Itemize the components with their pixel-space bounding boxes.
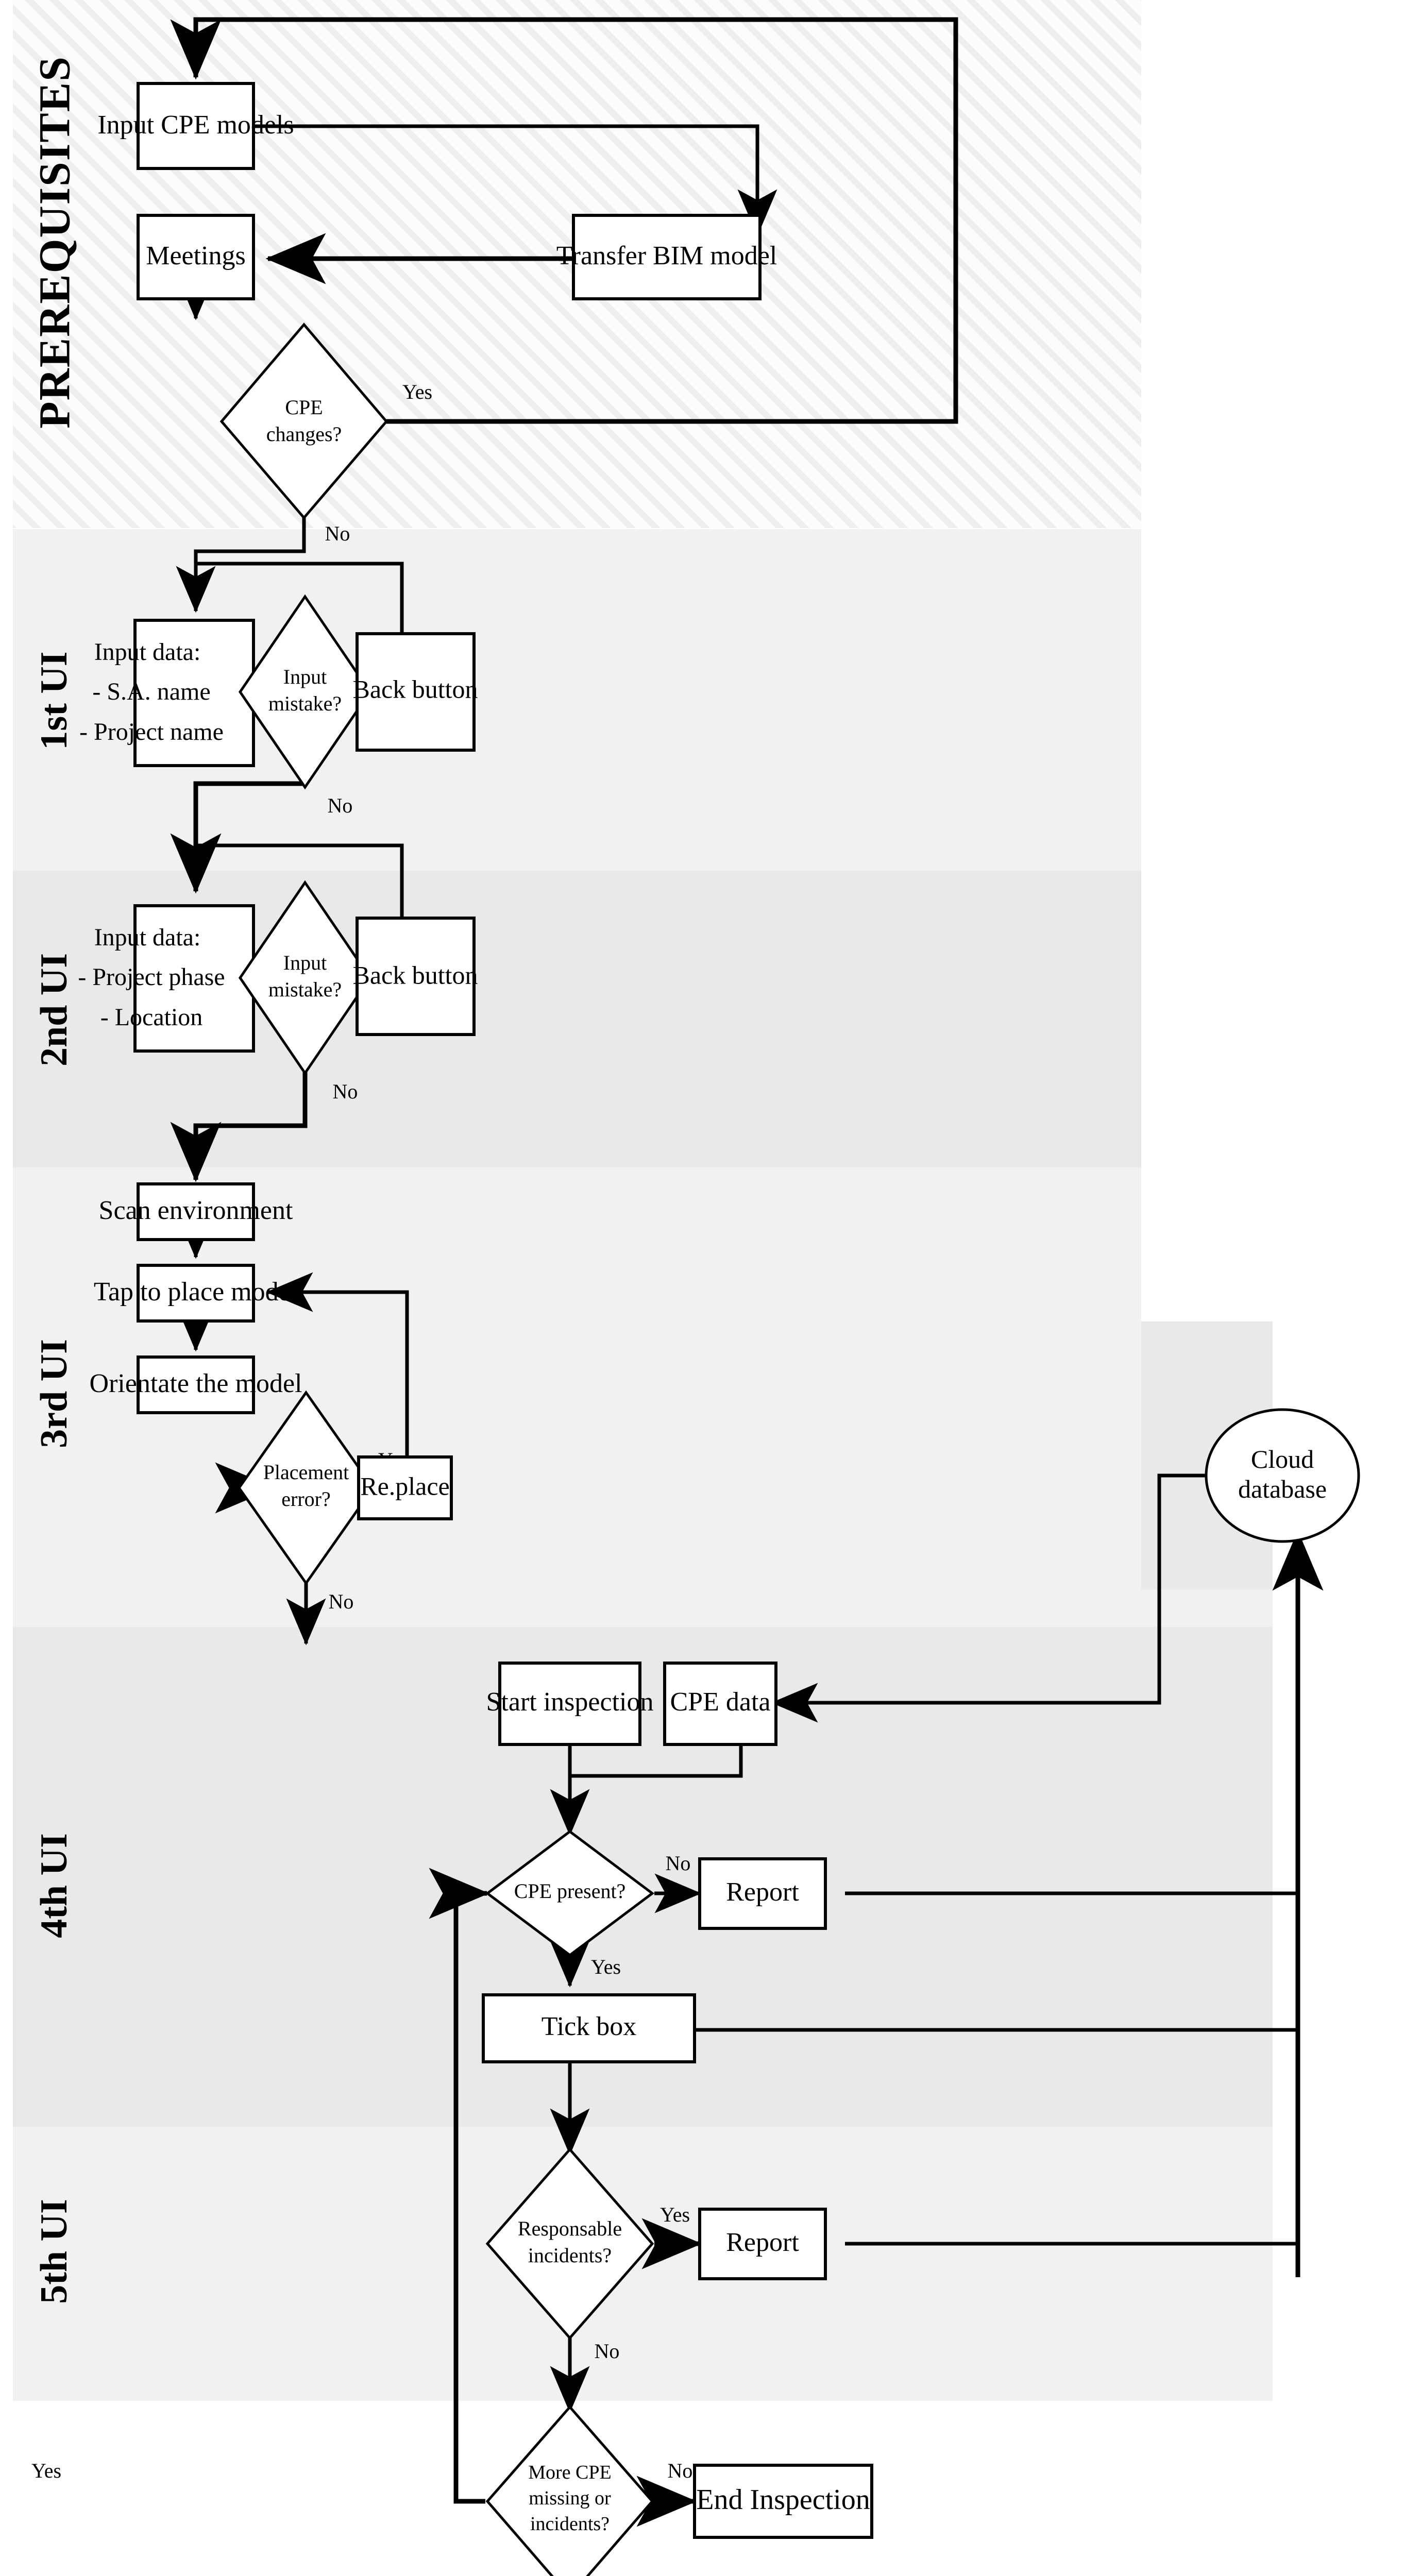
- band-label-ui2: 2nd UI: [33, 953, 75, 1066]
- svg-text:Re.place: Re.place: [360, 1471, 450, 1500]
- svg-text:End Inspection: End Inspection: [696, 2484, 870, 2516]
- node-input-data-2[interactable]: Input data: - Project phase - Location: [78, 904, 255, 1053]
- label-cpe-changes-no: No: [325, 522, 350, 545]
- node-report-1[interactable]: Report: [698, 1857, 827, 1930]
- edge-cpe-changes-yes-loop: [170, 17, 958, 424]
- svg-text:Transfer BIM model: Transfer BIM model: [556, 241, 777, 270]
- svg-text:Report: Report: [726, 2228, 799, 2257]
- node-orientate-the-model[interactable]: Orientate the model: [90, 1355, 302, 1414]
- edge-mistake2-no: [170, 1043, 308, 1182]
- label-mistake2-no: No: [333, 1080, 358, 1103]
- label-cpe-present-no: No: [666, 1852, 691, 1875]
- svg-text:Scan environment: Scan environment: [99, 1196, 293, 1225]
- node-tap-to-place-model[interactable]: Tap to place model: [94, 1264, 298, 1323]
- label-cpe-changes-yes: Yes: [402, 380, 432, 403]
- edge-replace-loop-to-tap: [266, 1272, 409, 1457]
- band-label-ui3: 3rd UI: [33, 1339, 75, 1448]
- svg-text:Tap to place model: Tap to place model: [94, 1277, 298, 1307]
- band-label-ui5: 5th UI: [33, 2199, 75, 2304]
- edge-cpe-changes-no: [176, 518, 306, 613]
- svg-text:- Location: - Location: [100, 1004, 203, 1031]
- svg-text:Tick box: Tick box: [542, 2012, 636, 2041]
- node-input-data-1[interactable]: Input data: - S.A. name - Project name: [79, 619, 255, 767]
- svg-text:Back button: Back button: [352, 960, 478, 989]
- svg-text:Report: Report: [726, 1877, 799, 1907]
- svg-text:Input data:: Input data:: [94, 924, 201, 951]
- node-scan-environment[interactable]: Scan environment: [99, 1182, 293, 1241]
- node-back-button-1[interactable]: Back button: [352, 632, 478, 752]
- band-label-ui1: 1st UI: [33, 651, 75, 750]
- band-ui5-fix: [13, 2127, 1273, 2401]
- label-placement-no: No: [329, 1590, 354, 1613]
- node-end-inspection[interactable]: End Inspection: [693, 2464, 873, 2539]
- node-tick-box[interactable]: Tick box: [482, 1993, 696, 2063]
- node-back-button-2[interactable]: Back button: [352, 917, 478, 1036]
- edge-input-cpe-to-transfer: [253, 124, 777, 236]
- label-responsable-yes: Yes: [660, 2203, 690, 2226]
- edge-backbutton2-loop: [196, 843, 404, 918]
- band-label-prerequisites: PREREQUISITES: [30, 56, 79, 429]
- svg-text:CPE present?: CPE present?: [514, 1879, 626, 1903]
- svg-text:Start inspection: Start inspection: [486, 1687, 654, 1717]
- edge-cloud-to-cpedata: [771, 1473, 1206, 1723]
- label-cpe-present-yes: Yes: [591, 1955, 621, 1978]
- label-more-cpe-no: No: [668, 2459, 693, 2482]
- node-cpe-present[interactable]: CPE present?: [485, 1829, 655, 1957]
- edge-backbutton1-loop: [196, 562, 404, 634]
- svg-text:- Project phase: - Project phase: [78, 963, 225, 991]
- node-report-2[interactable]: Report: [698, 2208, 827, 2280]
- edge-cpedata-join: [570, 1744, 743, 1778]
- node-cpe-data[interactable]: CPE data: [663, 1662, 777, 1746]
- label-responsable-no: No: [595, 2340, 620, 2363]
- node-meetings[interactable]: Meetings: [137, 214, 255, 300]
- svg-text:Orientate the model: Orientate the model: [90, 1369, 302, 1398]
- band-label-ui4: 4th UI: [33, 1833, 75, 1938]
- edge-more-cpe-yes-loop: [429, 1868, 489, 2504]
- node-transfer-bim-model[interactable]: Transfer BIM model: [556, 214, 777, 300]
- svg-text:Input data:: Input data:: [94, 638, 201, 666]
- svg-text:Input CPE models: Input CPE models: [97, 110, 294, 140]
- svg-text:Back button: Back button: [352, 674, 478, 703]
- svg-text:- S.A. name: - S.A. name: [92, 678, 210, 705]
- svg-text:CPE data: CPE data: [670, 1687, 771, 1717]
- svg-text:Meetings: Meetings: [146, 241, 246, 270]
- node-re-place[interactable]: Re.place: [357, 1455, 453, 1520]
- node-start-inspection[interactable]: Start inspection: [486, 1662, 654, 1746]
- label-mistake1-no: No: [328, 794, 353, 817]
- label-more-cpe-yes-real: Yes: [31, 2459, 61, 2482]
- node-input-cpe-models[interactable]: Input CPE models: [97, 82, 294, 170]
- svg-text:- Project name: - Project name: [79, 718, 224, 745]
